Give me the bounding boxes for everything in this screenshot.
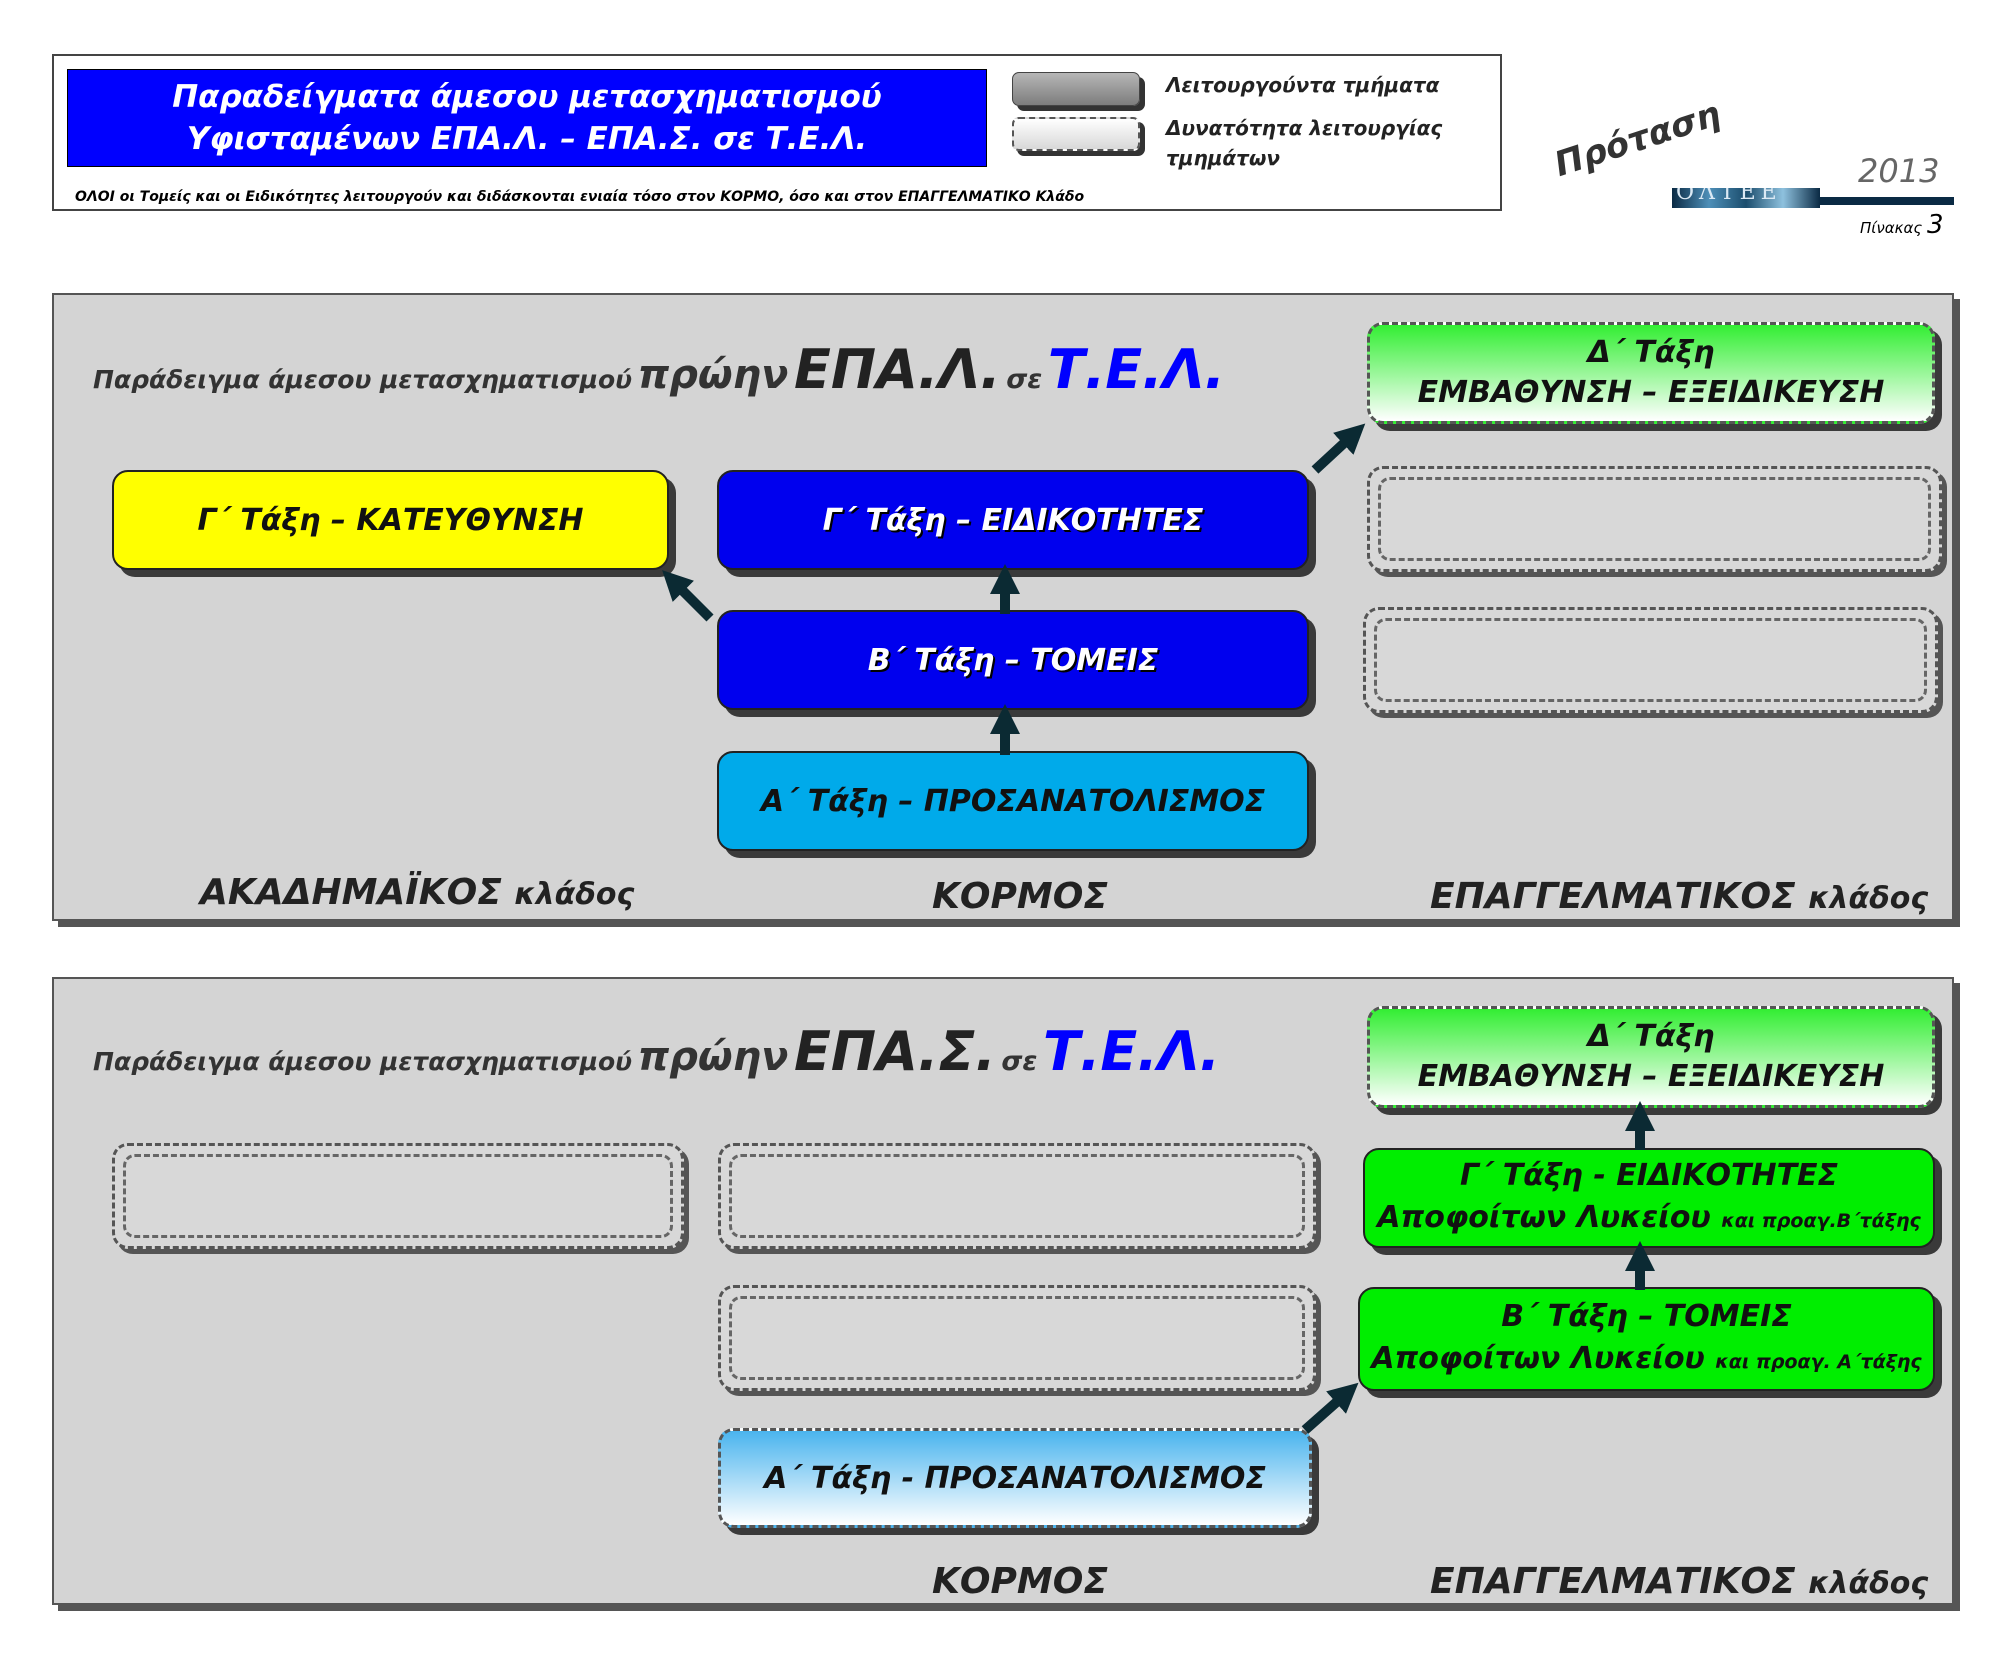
epal-empty-slot-b-inner <box>1374 618 1927 702</box>
logo-rule <box>1820 197 1954 205</box>
epas-class-d-box: Δ΄ Τάξη ΕΜΒΑΘΥΝΣΗ – ΕΞΕΙΔΙΚΕΥΣΗ <box>1367 1006 1935 1108</box>
epal-class-c-direction-box: Γ΄ Τάξη – ΚΑΤΕΥΘΥΝΣΗ <box>112 470 669 570</box>
arrow-epal-c-to-d <box>1311 423 1366 474</box>
epas-class-b-line-2-wrap: Αποφοίτων Λυκείου και προαγ. Α΄τάξης <box>1371 1338 1921 1383</box>
table-number: 3 <box>1926 210 1944 240</box>
legend-possible-line-1: Δυνατότητα λειτουργίας <box>1166 116 1443 140</box>
epal-branch-academic-suffix: κλάδος <box>514 877 635 912</box>
panel-epas-title-target: Τ.Ε.Λ. <box>1043 1020 1221 1083</box>
logo-text: ΟΛΤΕΕ <box>1676 188 1782 205</box>
epas-class-d-line-1: Δ΄ Τάξη <box>1587 1019 1715 1054</box>
epal-class-d-line-1: Δ΄ Τάξη <box>1587 335 1715 370</box>
title-line-1: Παραδείγματα άμεσου μετασχηματισμού <box>172 79 882 115</box>
epal-class-a-orientation-label: Α΄ Τάξη – ΠΡΟΣΑΝΑΤΟΛΙΣΜΟΣ <box>760 783 1266 819</box>
arrow-epal-b-to-direction <box>662 570 714 622</box>
epal-class-b-sectors-box: Β΄ Τάξη – ΤΟΜΕΙΣ <box>717 610 1309 710</box>
epas-branch-vocational-name: ΕΠΑΓΓΕΛΜΑΤΙΚΟΣ <box>1430 1561 1796 1602</box>
panel-epal-title-prefix: Παράδειγμα άμεσου μετασχηματισμού <box>93 365 633 394</box>
epas-class-c-suffix: και προαγ.Β΄τάξης <box>1721 1209 1921 1232</box>
title-line-2: Υφισταμένων ΕΠΑ.Λ. – ΕΠΑ.Σ. σε Τ.Ε.Λ. <box>186 121 868 157</box>
panel-epas-title-school: ΕΠΑ.Σ. <box>793 1020 996 1083</box>
epal-class-d-box: Δ΄ Τάξη ΕΜΒΑΘΥΝΣΗ – ΕΞΕΙΔΙΚΕΥΣΗ <box>1367 322 1935 424</box>
panel-epas-title-to: σε <box>1001 1046 1038 1077</box>
epas-class-d-line-2: ΕΜΒΑΘΥΝΣΗ – ΕΞΕΙΔΙΚΕΥΣΗ <box>1417 1059 1885 1094</box>
epal-branch-vocational-suffix: κλάδος <box>1808 881 1929 916</box>
panel-epal-title-target: Τ.Ε.Λ. <box>1047 338 1225 401</box>
epas-empty-slot-academic <box>112 1143 684 1249</box>
panel-epal-title-school: ΕΠΑ.Λ. <box>793 338 1001 401</box>
epal-class-c-specialties-label: Γ΄ Τάξη – ΕΙΔΙΚΟΤΗΤΕΣ <box>822 502 1204 538</box>
panel-epas-title-prefix: Παράδειγμα άμεσου μετασχηματισμού <box>93 1047 633 1076</box>
epas-class-c-line-2-wrap: Αποφοίτων Λυκείου και προαγ.Β΄τάξης <box>1377 1197 1920 1242</box>
epas-branch-core: ΚΟΡΜΟΣ <box>932 1561 1108 1602</box>
panel-epal-title-to: σε <box>1006 364 1043 395</box>
table-label-text: Πίνακας <box>1860 219 1923 237</box>
epal-class-d-line-2: ΕΜΒΑΘΥΝΣΗ – ΕΞΕΙΔΙΚΕΥΣΗ <box>1417 375 1885 410</box>
year-label: 2013 <box>1858 152 1940 190</box>
legend-operating-swatch <box>1012 72 1140 106</box>
legend-operating-label: Λειτουργούντα τμήματα <box>1166 73 1440 97</box>
legend-possible-line-2: τμημάτων <box>1166 146 1280 170</box>
epas-class-c-box: Γ΄ Τάξη - ΕΙΔΙΚΟΤΗΤΕΣ Αποφοίτων Λυκείου … <box>1363 1148 1935 1248</box>
epas-branch-vocational: ΕΠΑΓΓΕΛΜΑΤΙΚΟΣ κλάδος <box>1430 1561 1928 1602</box>
table-label: Πίνακας 3 <box>1860 210 1943 240</box>
epas-branch-vocational-suffix: κλάδος <box>1808 1566 1929 1601</box>
epal-branch-core: ΚΟΡΜΟΣ <box>932 876 1108 917</box>
epas-class-c-line-2: Αποφοίτων Λυκείου <box>1377 1199 1711 1235</box>
epal-class-b-sectors-label: Β΄ Τάξη – ΤΟΜΕΙΣ <box>867 642 1159 678</box>
arrow-epas-a-to-b <box>1301 1382 1359 1434</box>
epal-empty-slot-c-inner <box>1378 477 1931 561</box>
legend-possible-swatch <box>1012 117 1140 151</box>
epas-empty-slot-core-b-inner <box>729 1296 1305 1380</box>
epas-class-b-suffix: και προαγ. Α΄τάξης <box>1715 1350 1922 1373</box>
epal-empty-slot-b <box>1363 607 1938 713</box>
epas-empty-slot-core-b <box>718 1285 1316 1391</box>
panel-epas-title-former: πρώην <box>637 1034 789 1080</box>
panel-epal-title-former: πρώην <box>637 352 789 398</box>
epas-class-a-orientation-label: Α΄ Τάξη - ΠΡΟΣΑΝΑΤΟΛΙΣΜΟΣ <box>764 1460 1266 1496</box>
panel-epas-title: Παράδειγμα άμεσου μετασχηματισμού πρώην … <box>93 1020 1220 1083</box>
epas-empty-slot-core-c <box>718 1143 1316 1249</box>
epal-branch-vocational-name: ΕΠΑΓΓΕΛΜΑΤΙΚΟΣ <box>1430 876 1796 917</box>
oltee-logo: ΟΛΤΕΕ <box>1672 188 1820 208</box>
epal-branch-vocational: ΕΠΑΓΓΕΛΜΑΤΙΚΟΣ κλάδος <box>1430 876 1928 917</box>
epas-empty-slot-core-c-inner <box>729 1154 1305 1238</box>
epal-empty-slot-c <box>1367 466 1942 572</box>
legend-possible-label: Δυνατότητα λειτουργίας τμημάτων <box>1166 113 1466 173</box>
epas-class-a-orientation-box: Α΄ Τάξη - ΠΡΟΣΑΝΑΤΟΛΙΣΜΟΣ <box>718 1428 1312 1528</box>
epal-branch-academic: ΑΚΑΔΗΜΑΪΚΟΣ κλάδος <box>200 872 634 913</box>
panel-epal-title: Παράδειγμα άμεσου μετασχηματισμού πρώην … <box>93 338 1225 401</box>
epas-class-c-line-1: Γ΄ Τάξη - ΕΙΔΙΚΟΤΗΤΕΣ <box>1459 1157 1839 1193</box>
epas-class-b-line-1: Β΄ Τάξη – ΤΟΜΕΙΣ <box>1501 1298 1792 1334</box>
epal-class-c-direction-label: Γ΄ Τάξη – ΚΑΤΕΥΘΥΝΣΗ <box>197 502 584 538</box>
epas-class-b-line-2: Αποφοίτων Λυκείου <box>1371 1340 1705 1376</box>
epas-empty-slot-academic-inner <box>123 1154 673 1238</box>
title-box: Παραδείγματα άμεσου μετασχηματισμού Υφισ… <box>67 69 987 167</box>
epal-branch-academic-name: ΑΚΑΔΗΜΑΪΚΟΣ <box>200 872 502 913</box>
epal-class-a-orientation-box: Α΄ Τάξη – ΠΡΟΣΑΝΑΤΟΛΙΣΜΟΣ <box>717 751 1309 851</box>
note-line: ΟΛΟΙ οι Τομείς και οι Ειδικότητες λειτου… <box>75 189 1085 205</box>
epas-class-b-box: Β΄ Τάξη – ΤΟΜΕΙΣ Αποφοίτων Λυκείου και π… <box>1358 1287 1935 1391</box>
